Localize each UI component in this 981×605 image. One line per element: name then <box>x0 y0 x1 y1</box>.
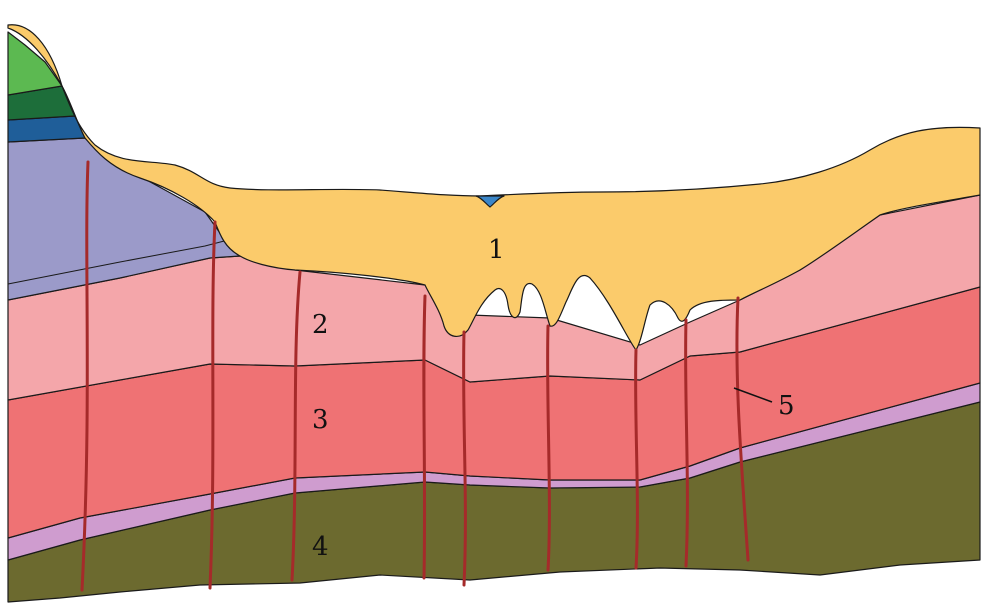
fault-line <box>686 320 688 566</box>
fault-line <box>548 326 550 570</box>
label-layer-1: 1 <box>488 235 505 265</box>
label-layer-2: 2 <box>312 310 329 340</box>
label-layer-4: 4 <box>312 532 329 562</box>
label-fault-5: 5 <box>778 391 795 421</box>
fault-line <box>464 332 466 585</box>
fault-line <box>636 350 638 568</box>
label-layer-3: 3 <box>312 405 329 435</box>
fault-line <box>424 296 425 578</box>
